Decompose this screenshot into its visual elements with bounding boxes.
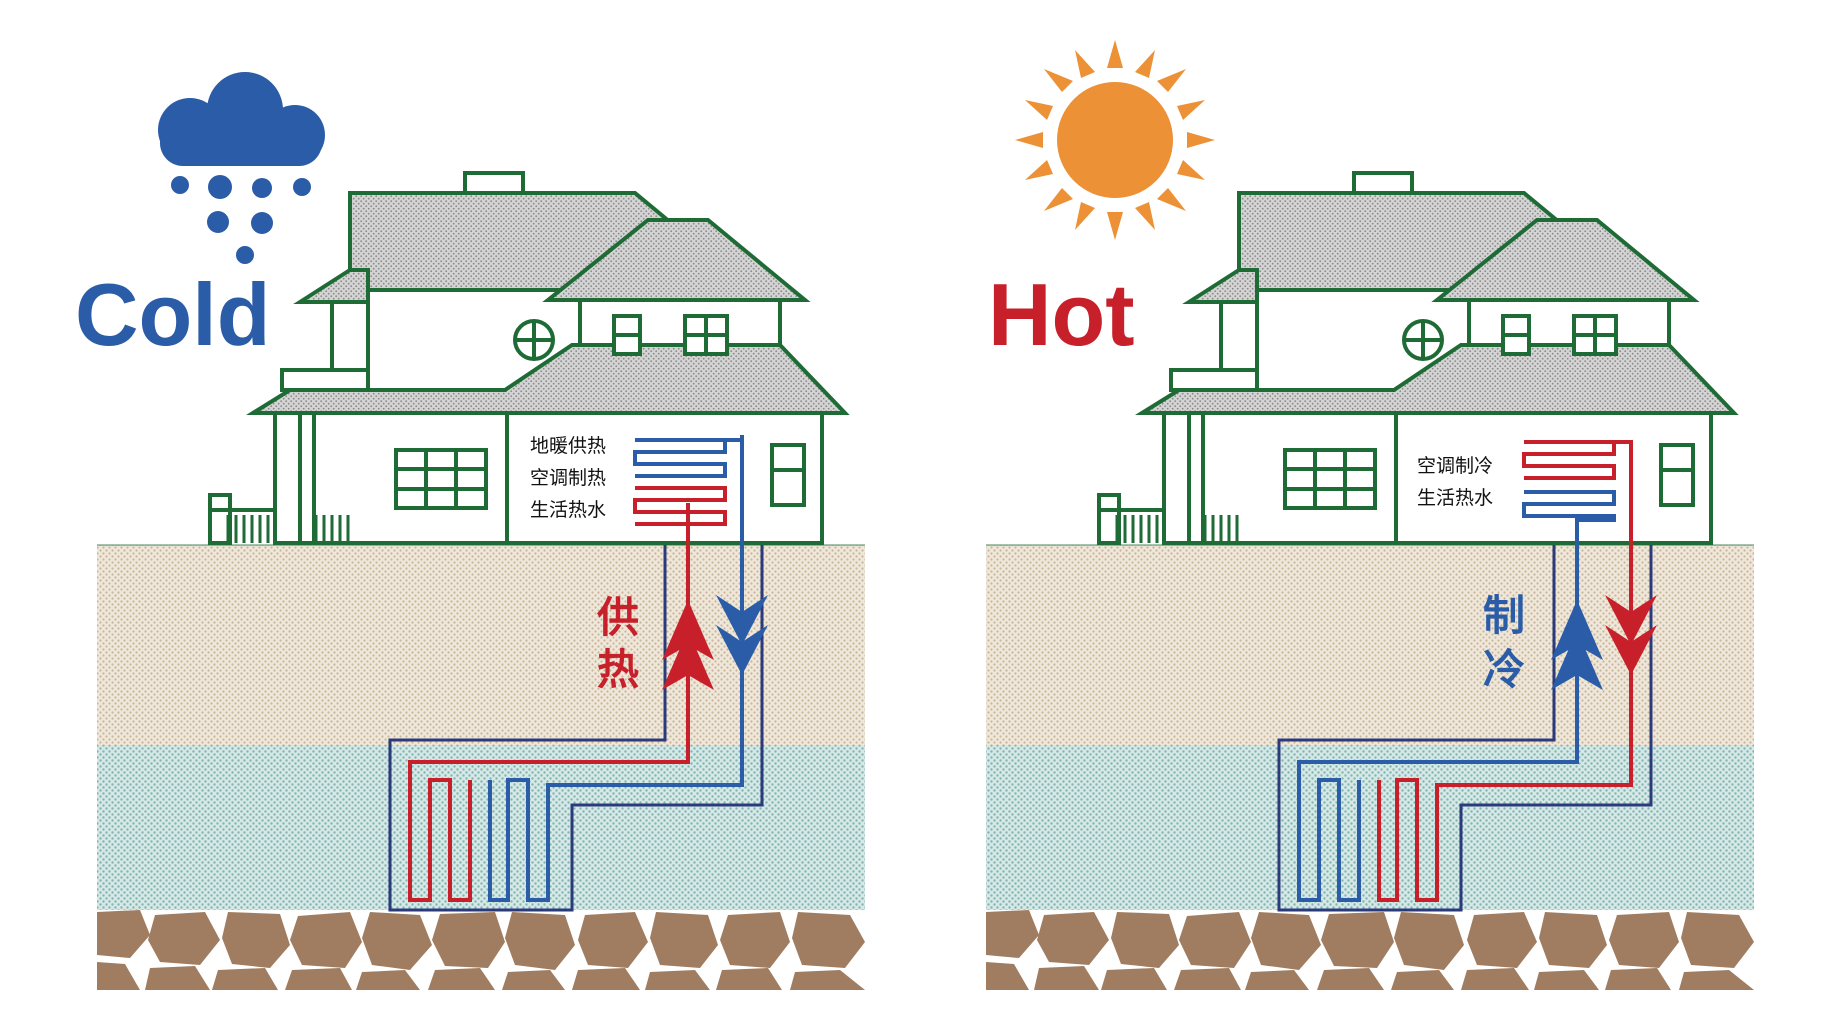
- snow-cloud-icon: [158, 72, 325, 264]
- function-label-1: 地暖供热: [530, 435, 606, 457]
- function-label-3: 生活热水: [530, 499, 606, 521]
- right-panel: Hot 空调制冷 生活热水 制 冷: [986, 40, 1754, 990]
- rock-layer: [97, 910, 865, 990]
- pipe-loop: [1277, 440, 1653, 912]
- mode-char-1: 制: [1483, 591, 1525, 640]
- groundwater-layer: [97, 745, 865, 910]
- groundwater-layer: [986, 745, 1754, 910]
- sun-icon: [1015, 40, 1215, 240]
- mode-char-2: 冷: [1483, 645, 1525, 694]
- pipe-loop: [388, 435, 764, 912]
- mode-char-1: 供: [597, 593, 639, 642]
- weather-word-hot: Hot: [988, 265, 1135, 364]
- mode-char-2: 热: [597, 645, 639, 694]
- weather-word-cold: Cold: [75, 265, 271, 364]
- arrow-up-cool: [1551, 600, 1603, 690]
- rock-layer: [986, 910, 1754, 990]
- arrow-down-return: [716, 595, 768, 675]
- function-label-2: 生活热水: [1417, 487, 1493, 509]
- left-panel: Cold 地暖供热 空调制热 生活热水 供 热: [75, 72, 865, 990]
- function-label-1: 空调制冷: [1417, 455, 1493, 477]
- function-label-2: 空调制热: [530, 467, 606, 489]
- house: [208, 171, 850, 545]
- house: [1097, 171, 1739, 545]
- arrow-up-heat: [662, 600, 714, 690]
- arrow-down-return: [1605, 595, 1657, 675]
